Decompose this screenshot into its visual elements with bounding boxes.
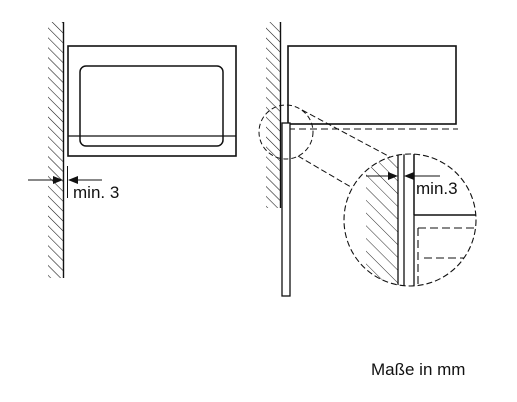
magnified-detail: min.3: [343, 153, 477, 287]
side-view: [258, 22, 458, 297]
door-window: [79, 65, 224, 147]
wall-hatch-left: [48, 22, 63, 278]
front-view: min. 3: [28, 22, 237, 278]
front-clearance-label: min. 3: [73, 183, 119, 202]
detail-clearance-label: min.3: [416, 179, 458, 198]
appliance-front-frame: [67, 45, 237, 157]
wall-hatch-right: [266, 22, 280, 208]
detail-front-panel: [403, 154, 415, 286]
front-panel: [281, 122, 291, 297]
appliance-side-box: [287, 45, 457, 125]
detail-marker-circle: [258, 104, 314, 160]
arrowhead-left: [53, 176, 63, 184]
detail-wall-hatch: [366, 154, 398, 286]
detail-circle-outline: [343, 153, 477, 287]
detail-leader-top: [301, 109, 393, 159]
units-note: Maße in mm: [371, 360, 465, 379]
detail-arrowhead-left: [388, 172, 398, 180]
arrowhead-right: [68, 176, 78, 184]
detail-leader-bottom: [297, 155, 357, 191]
detail-arrowhead-right: [404, 172, 414, 180]
